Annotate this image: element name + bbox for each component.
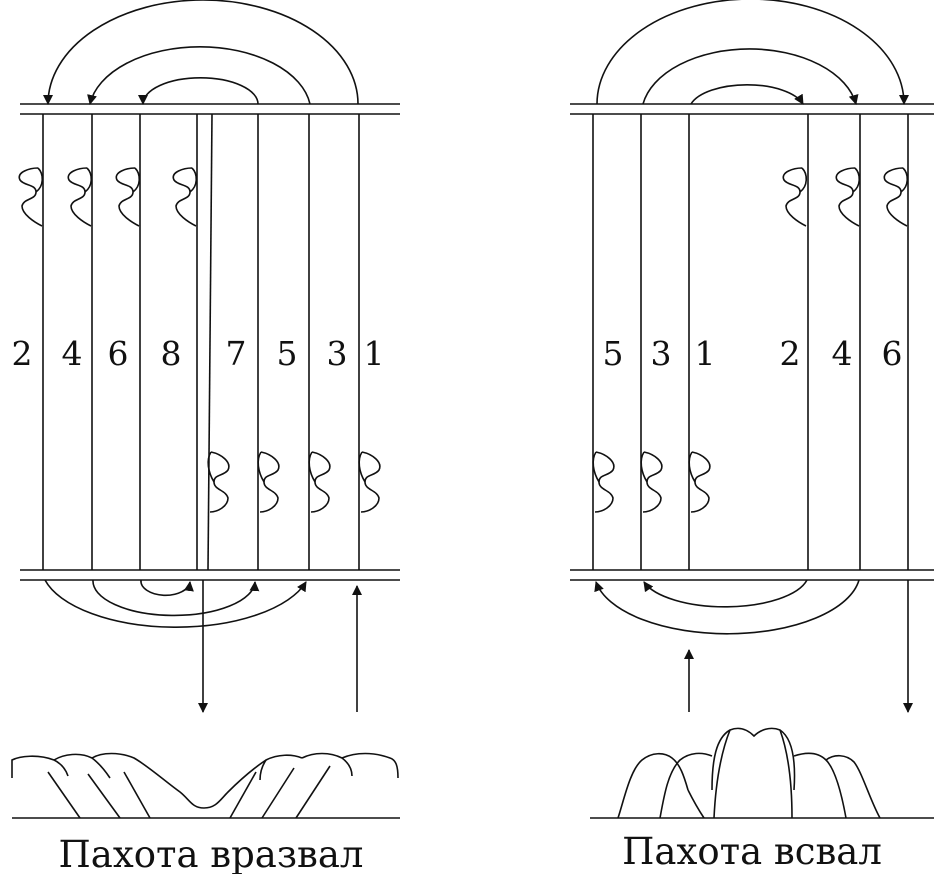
left-strip-label: 5: [277, 334, 298, 373]
left-strip-label: 7: [226, 334, 247, 373]
left-strip-label: 2: [12, 334, 33, 373]
right-strip-label: 4: [832, 334, 853, 373]
right-bottom-turn-arrows: [594, 579, 860, 635]
left-strip-labels: 2 4 6 8 7 5 3 1: [12, 334, 385, 373]
left-top-headland: [20, 103, 400, 115]
right-strip-label: 6: [882, 334, 903, 373]
right-bottom-headland: [570, 569, 934, 581]
left-bottom-headland: [20, 569, 400, 581]
left-bottom-turn-arrows: [44, 579, 307, 628]
left-strip-label: 6: [108, 334, 129, 373]
right-furrow-slices-bottom: [592, 451, 711, 513]
right-strip-labels: 5 3 1 2 4 6: [603, 334, 903, 373]
right-top-headland: [570, 103, 934, 115]
left-strip-label: 1: [364, 334, 385, 373]
left-furrow-slices-top: [18, 167, 198, 227]
right-caption: Пахота всвал: [622, 830, 882, 873]
right-top-turn-arrows: [596, 0, 909, 105]
left-furrow-slices-bottom: [207, 451, 381, 513]
left-strip-label: 4: [62, 334, 83, 373]
left-caption: Пахота вразвал: [59, 833, 364, 874]
left-top-turn-arrows: [43, 0, 359, 105]
left-strip-label: 3: [327, 334, 348, 373]
right-strip-label: 3: [651, 334, 672, 373]
right-scheme: 5 3 1 2 4 6 Пахота всвал: [570, 0, 934, 873]
right-strip-label: 2: [780, 334, 801, 373]
left-strip-lines: [42, 113, 360, 571]
right-strip-label: 5: [603, 334, 624, 373]
left-scheme: 2 4 6 8 7 5 3 1 Пахота вразвал: [11, 0, 400, 874]
right-strip-lines: [592, 114, 909, 570]
left-soil-profile: [11, 752, 400, 819]
right-furrow-slices-top: [782, 167, 909, 227]
left-strip-label: 8: [161, 334, 182, 373]
right-soil-profile: [590, 727, 934, 819]
right-strip-label: 1: [695, 334, 716, 373]
